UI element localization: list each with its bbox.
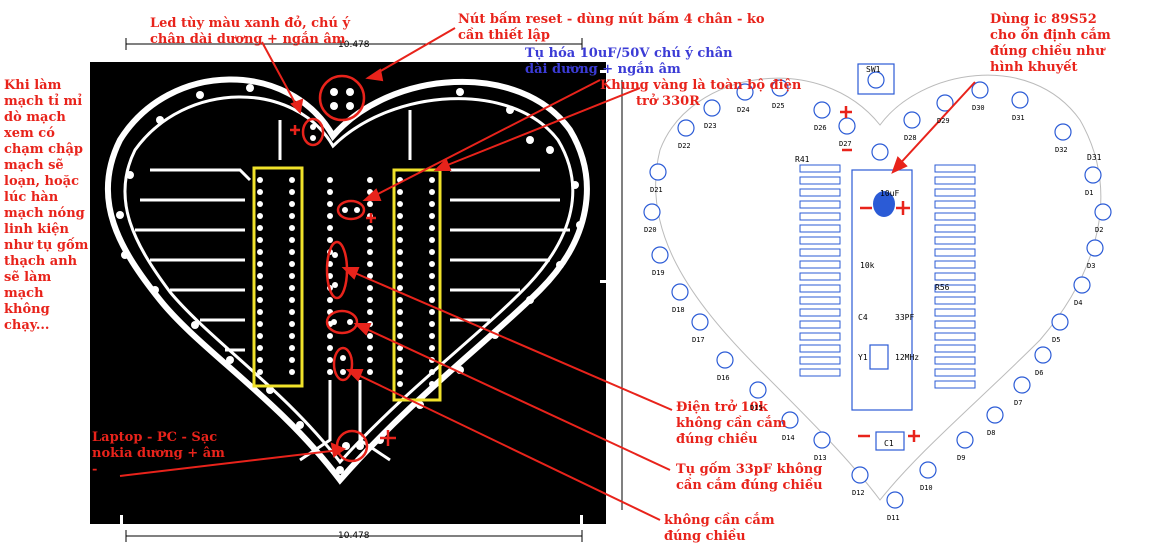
note-ic-line: Dùng ic 89S52 bbox=[990, 12, 1097, 27]
heart-outline-trace bbox=[104, 76, 590, 485]
note-left-line: chạy... bbox=[4, 318, 50, 333]
switch-outline bbox=[857, 63, 895, 95]
dimension-bottom: 10.478 bbox=[338, 531, 370, 541]
ic-pads bbox=[257, 177, 435, 387]
pcb-polarity-marks bbox=[290, 125, 396, 446]
note-power-line: nokia dương + âm bbox=[92, 446, 225, 461]
note-resistor-frame: Khung vàng là toàn bộ điện trở 330R bbox=[600, 78, 801, 110]
resistor-ladder-left bbox=[799, 164, 841, 377]
note-capacitor: Tụ hóa 10uF/50V chú ý chân dài dương + n… bbox=[525, 46, 733, 78]
note-resistor-10k: Điện trở 10k không cần cắm đúng chiều bbox=[676, 400, 787, 448]
note-ceramic-line: Tụ gốm 33pF không bbox=[676, 462, 823, 477]
note-left-line: mạch bbox=[4, 286, 44, 301]
note-reset: Nút bấm reset - dùng nút bấm 4 chân - ko… bbox=[458, 12, 765, 44]
dimension-top: 10.478 bbox=[338, 40, 370, 50]
note-left-line: lúc hàn bbox=[4, 190, 59, 205]
note-power: Laptop - PC - Sạc nokia dương + âm - bbox=[92, 430, 225, 478]
note-crystal-line: đúng chiều bbox=[664, 529, 746, 544]
note-crystal: không cần cắm đúng chiều bbox=[664, 513, 775, 545]
corner-marks bbox=[120, 70, 606, 524]
resistor-frame-right bbox=[392, 168, 442, 402]
note-reset-line: cần thiết lập bbox=[458, 28, 550, 43]
note-left-line: sẽ làm bbox=[4, 270, 52, 285]
note-left-line: mạch tỉ mỉ bbox=[4, 94, 83, 109]
note-resistor-frame-line: Khung vàng là toàn bộ điện bbox=[600, 78, 802, 93]
note-ic: Dùng ic 89S52 cho ổn định cắm đúng chiều… bbox=[990, 12, 1111, 76]
note-left-line: mạch nóng bbox=[4, 206, 85, 221]
note-reset-line: Nút bấm reset - dùng nút bấm 4 chân - ko bbox=[458, 12, 765, 27]
note-left-line: xem có bbox=[4, 126, 55, 141]
note-led: Led tùy màu xanh đỏ, chú ý chân dài dươn… bbox=[150, 16, 350, 48]
note-capacitor-line: Tụ hóa 10uF/50V chú ý chân bbox=[525, 46, 733, 61]
note-left-line: Khi làm bbox=[4, 78, 62, 93]
pcb-pads bbox=[116, 84, 584, 474]
heart-inner-trace bbox=[123, 95, 575, 465]
note-left: Khi làm mạch tỉ mỉ dò mạch xem có chạm c… bbox=[4, 78, 90, 334]
note-resistor-10k-line: đúng chiều bbox=[676, 432, 758, 447]
note-left-line: chạm chập bbox=[4, 142, 83, 157]
note-power-line: - bbox=[92, 462, 98, 477]
annotation-arrows bbox=[119, 27, 976, 521]
note-ic-line: cho ổn định cắm bbox=[990, 28, 1111, 43]
crystal-icon bbox=[869, 344, 889, 370]
note-left-line: như tụ gốm bbox=[4, 238, 89, 253]
note-left-line: loạn, hoặc bbox=[4, 174, 79, 189]
note-ceramic-line: cần cắm đúng chiều bbox=[676, 478, 823, 493]
led-ring bbox=[643, 79, 1112, 509]
note-crystal-line: không cần cắm bbox=[664, 513, 775, 528]
note-resistor-frame-line: trở 330R bbox=[636, 94, 700, 109]
note-left-line: thạch anh bbox=[4, 254, 78, 269]
schematic-heart bbox=[655, 74, 1102, 501]
resistor-ladder-right bbox=[934, 164, 976, 389]
capacitor-icon bbox=[873, 191, 895, 217]
note-left-line: linh kiện bbox=[4, 222, 69, 237]
pcb-big-pads bbox=[310, 88, 364, 450]
note-power-line: Laptop - PC - Sạc bbox=[92, 430, 218, 445]
note-left-line: mạch sẽ bbox=[4, 158, 64, 173]
note-resistor-10k-line: không cần cắm bbox=[676, 416, 787, 431]
resistor-frame-left bbox=[252, 166, 304, 388]
note-resistor-10k-line: Điện trở 10k bbox=[676, 400, 768, 415]
note-capacitor-line: dài dương + ngắn âm bbox=[525, 62, 681, 77]
note-ic-line: hình khuyết bbox=[990, 60, 1078, 75]
schematic-polarity-marks bbox=[840, 106, 920, 442]
pcb-traces bbox=[135, 110, 570, 462]
note-left-line: không bbox=[4, 302, 50, 317]
note-led-line: chân dài dương + ngắn âm bbox=[150, 32, 346, 47]
power-cap-icon bbox=[875, 431, 905, 451]
dimension-lines bbox=[125, 38, 623, 542]
note-left-line: dò mạch bbox=[4, 110, 66, 125]
note-ceramic: Tụ gốm 33pF không cần cắm đúng chiều bbox=[676, 462, 823, 494]
note-ic-line: đúng chiều như bbox=[990, 44, 1105, 59]
note-led-line: Led tùy màu xanh đỏ, chú ý bbox=[150, 16, 351, 31]
